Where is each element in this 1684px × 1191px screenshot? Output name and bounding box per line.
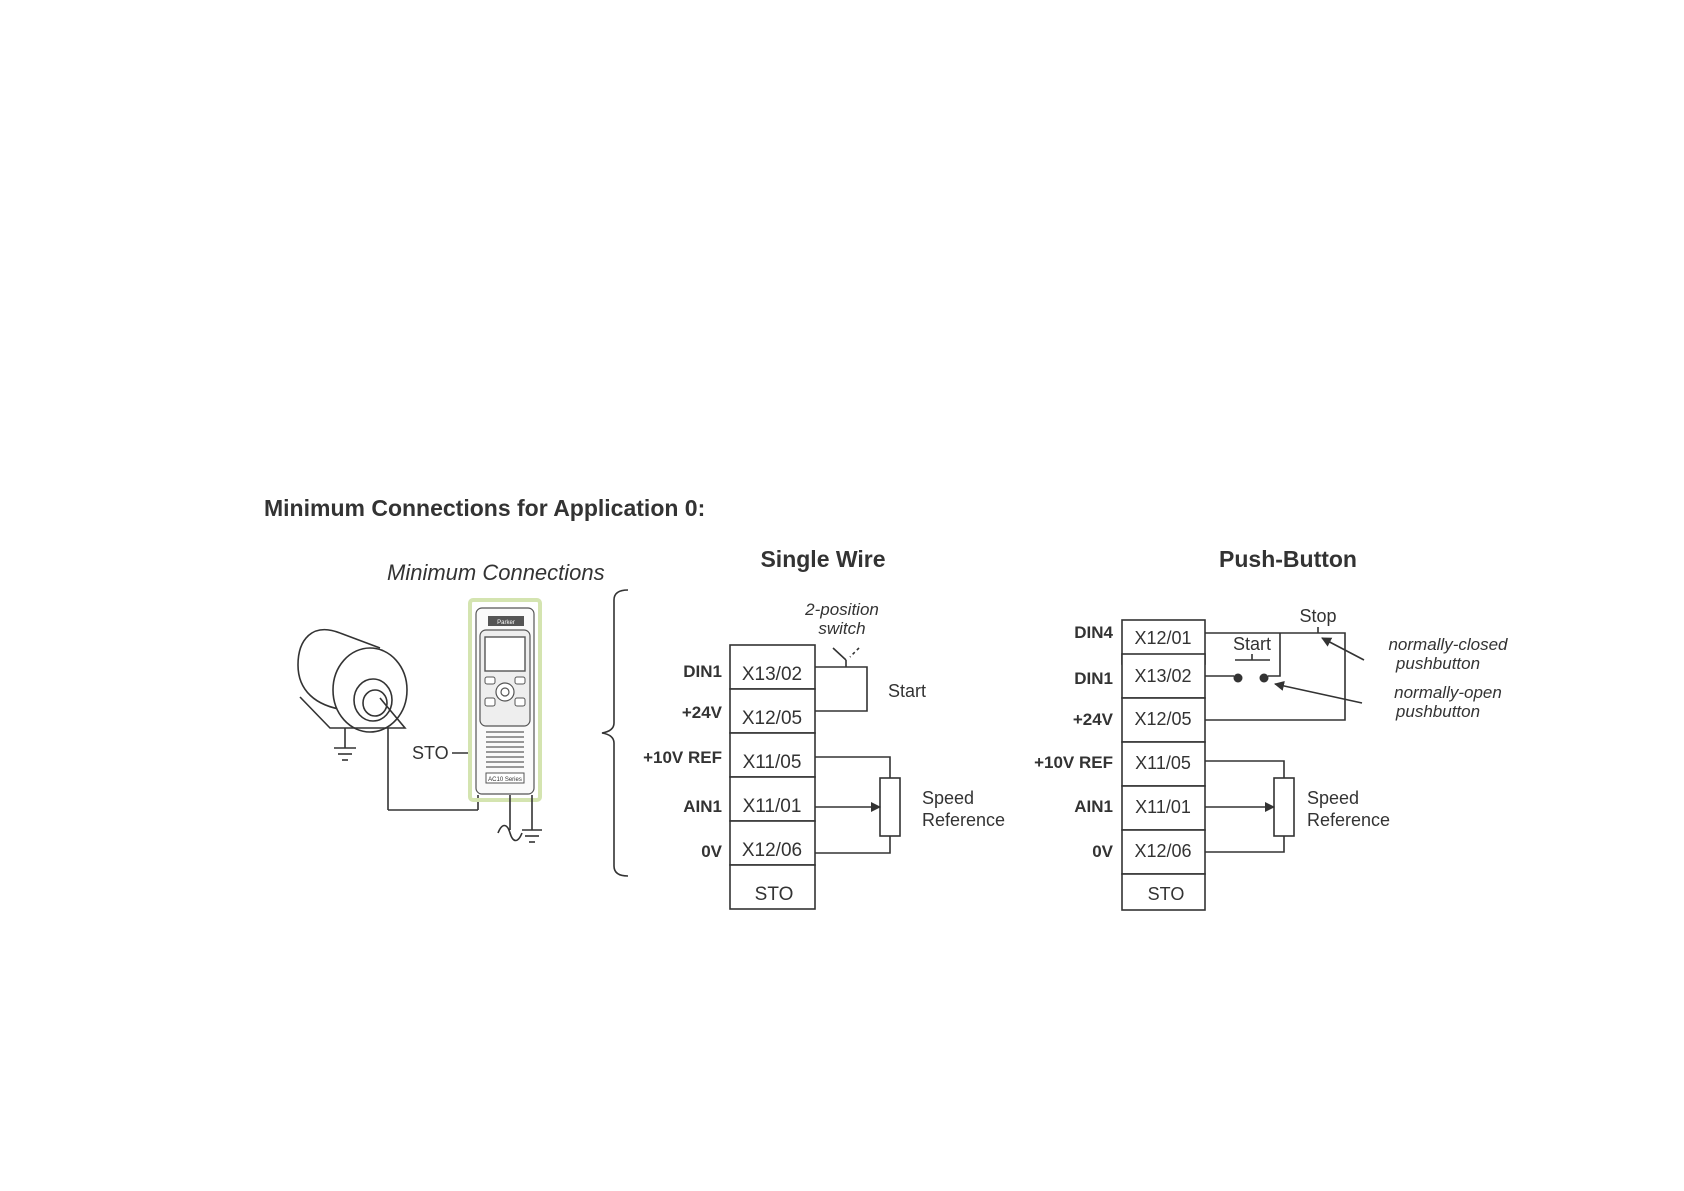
terminal-label: X11/01: [1135, 797, 1191, 817]
sto-label: STO: [412, 743, 449, 763]
terminal-label: X11/05: [743, 752, 802, 773]
start-label: Start: [888, 681, 926, 701]
drive-brand: Parker: [497, 620, 515, 626]
single-wire-section: Single Wire X13/02 X12/05 X11/05 X11/01 …: [643, 546, 1005, 910]
signal-label: 0V: [1092, 842, 1113, 861]
two-position-switch-icon: [832, 647, 860, 667]
speed-label: Reference: [1307, 810, 1390, 830]
terminal-label: X11/05: [1135, 753, 1191, 773]
terminal-label: X12/05: [742, 708, 802, 729]
signal-label: 0V: [701, 842, 722, 861]
drive-model: AC10 Series: [488, 777, 522, 783]
nc-label: pushbutton: [1395, 654, 1480, 673]
terminal-label: STO: [755, 884, 794, 905]
no-label: normally-open: [1394, 683, 1502, 702]
normally-closed-pushbutton-icon: [1302, 627, 1334, 634]
min-connections-heading: Minimum Connections: [387, 560, 605, 585]
brace: [601, 589, 629, 877]
signal-label: +10V REF: [1034, 753, 1113, 772]
single-wire-heading: Single Wire: [760, 546, 885, 572]
potentiometer-icon: [879, 777, 901, 837]
terminal-label: X11/01: [743, 796, 802, 817]
switch-label: 2-position: [804, 600, 879, 619]
push-button-section: Push-Button X12/01 X13/02 X12/05 X11/05 …: [1034, 546, 1508, 911]
terminal-label: X12/06: [1134, 841, 1191, 861]
terminal-label: X12/01: [1134, 628, 1191, 648]
terminal-label: X13/02: [1134, 666, 1191, 686]
terminal-label: X12/06: [742, 840, 802, 861]
stop-label: Stop: [1299, 606, 1336, 626]
speed-label: Reference: [922, 810, 1005, 830]
speed-label: Speed: [1307, 788, 1359, 808]
signal-label: DIN1: [683, 662, 722, 681]
signal-label: DIN1: [1074, 669, 1113, 688]
terminal-label: X12/05: [1134, 709, 1191, 729]
terminal-label: STO: [1148, 884, 1185, 904]
signal-label: DIN4: [1074, 623, 1113, 642]
push-button-heading: Push-Button: [1219, 546, 1357, 572]
speed-label: Speed: [922, 788, 974, 808]
no-label: pushbutton: [1395, 702, 1480, 721]
earth-icon: [522, 829, 542, 843]
nc-label: normally-closed: [1388, 635, 1508, 654]
signal-label: +24V: [1073, 710, 1114, 729]
signal-label: AIN1: [1074, 797, 1113, 816]
normally-open-pushbutton-icon: [1233, 654, 1270, 683]
drive-icon: Parker AC10 Series: [468, 598, 542, 802]
minimum-connections-section: Minimum Connections STO Parker: [297, 560, 629, 877]
signal-label: AIN1: [683, 797, 722, 816]
switch-label: switch: [818, 619, 865, 638]
signal-label: +24V: [682, 703, 723, 722]
page-title: Minimum Connections for Application 0:: [264, 495, 705, 521]
ac-supply-icon: [497, 824, 523, 842]
motor-icon: [297, 628, 479, 811]
potentiometer-icon: [1273, 777, 1295, 837]
signal-label: +10V REF: [643, 748, 722, 767]
terminal-block: [729, 644, 816, 690]
start-label: Start: [1233, 634, 1271, 654]
terminal-label: X13/02: [742, 664, 802, 685]
